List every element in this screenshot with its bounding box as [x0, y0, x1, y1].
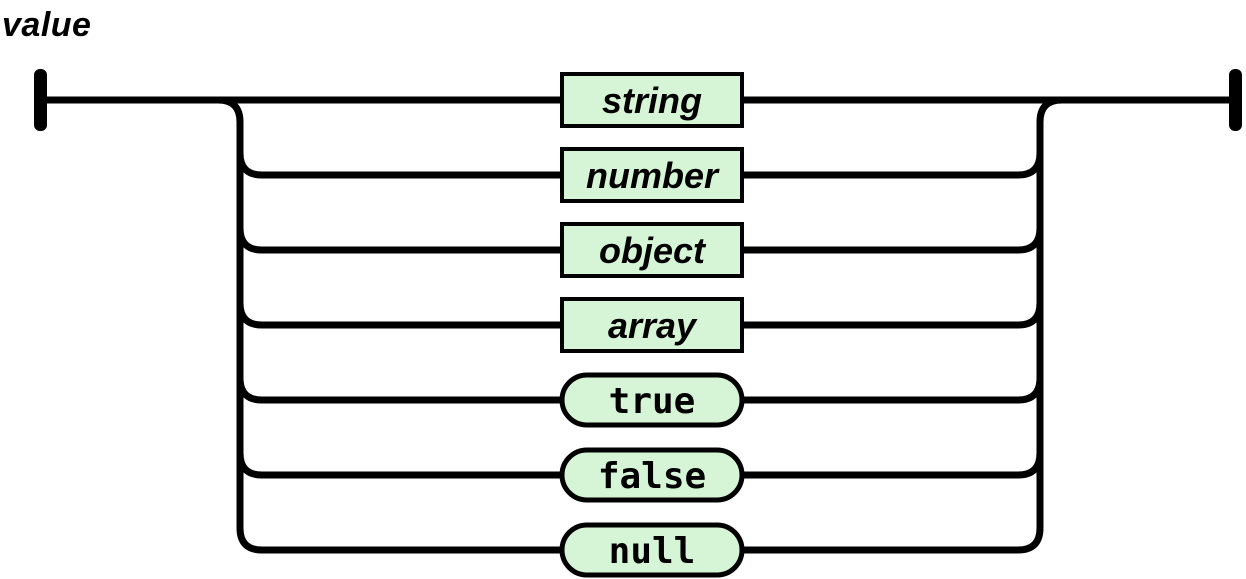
branch-line-right-number — [742, 152, 1044, 179]
node-true: true — [559, 372, 745, 428]
terminal-label-null: null — [609, 531, 696, 572]
node-null: null — [559, 522, 745, 578]
node-array: array — [560, 297, 744, 353]
branch-line-left-false — [236, 452, 562, 479]
terminal-pill-false — [559, 447, 745, 503]
node-label-string: string — [602, 80, 702, 121]
branch-line-left-true — [236, 377, 562, 404]
branch-line-right-true — [742, 377, 1044, 404]
right-rail — [1017, 96, 1063, 554]
terminal-label-false: false — [598, 456, 706, 497]
branch-line-right-false — [742, 452, 1044, 479]
node-box-object — [560, 222, 744, 278]
node-label-object: object — [599, 230, 707, 271]
left-rail — [217, 96, 263, 554]
connector-lines — [46, 96, 1232, 554]
branch-line-left-number — [236, 152, 562, 179]
branch-line-left-object — [236, 227, 562, 254]
end-marker — [1229, 69, 1242, 131]
node-box-number — [560, 147, 744, 203]
branch-line-right-array — [742, 302, 1044, 329]
terminal-pill-true — [559, 372, 745, 428]
branch-line-left-array — [236, 302, 562, 329]
start-marker — [34, 69, 47, 131]
node-box-array — [560, 297, 744, 353]
node-string: string — [560, 72, 744, 128]
node-false: false — [559, 447, 745, 503]
branch-line-right-object — [742, 227, 1044, 254]
terminal-pill-null — [559, 522, 745, 578]
node-object: object — [560, 222, 744, 278]
diagram-title: value — [2, 6, 92, 44]
terminal-label-true: true — [609, 381, 696, 422]
node-number: number — [560, 147, 744, 203]
node-label-number: number — [586, 155, 720, 196]
node-label-array: array — [608, 305, 698, 346]
node-box-string — [560, 72, 744, 128]
